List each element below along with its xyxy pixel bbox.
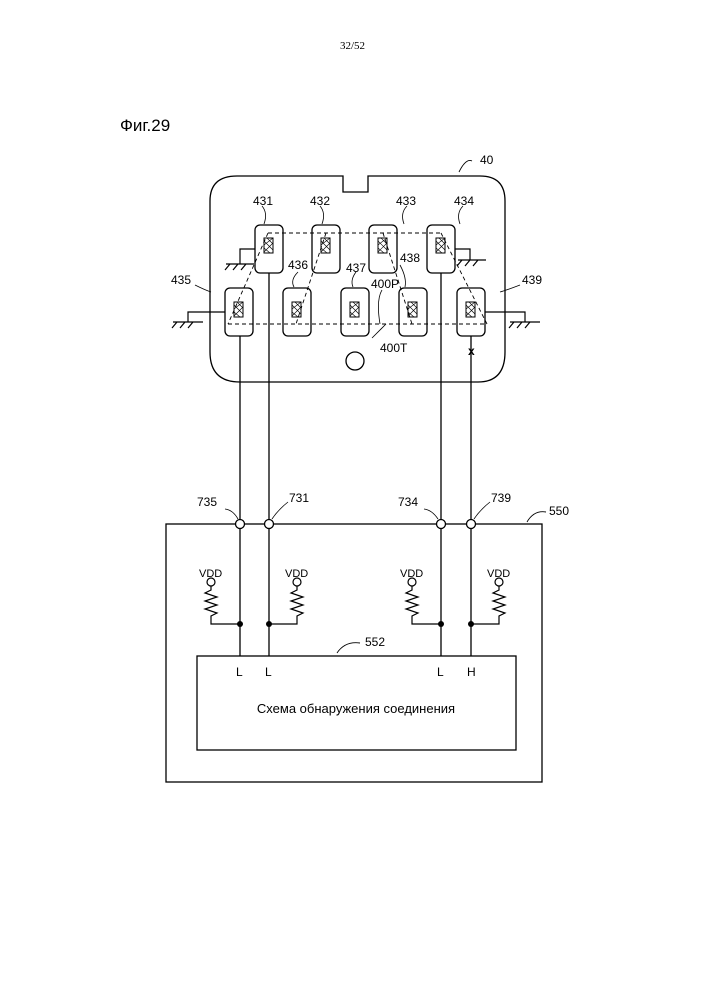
pattern-label-400P: 400P bbox=[371, 277, 399, 291]
terminal-437 bbox=[341, 288, 369, 336]
input-label-735: 735 bbox=[197, 495, 217, 509]
vdd-label-2: VDD bbox=[285, 568, 308, 580]
vdd-label-1: VDD bbox=[199, 568, 222, 580]
terminal-label-439: 439 bbox=[522, 273, 542, 287]
terminal-label-432: 432 bbox=[310, 194, 330, 208]
terminal-label-437: 437 bbox=[346, 261, 366, 275]
input-label-731: 731 bbox=[289, 491, 309, 505]
terminal-label-438: 438 bbox=[400, 251, 420, 265]
ground-439 bbox=[485, 312, 540, 328]
level-label-3: L bbox=[437, 665, 444, 679]
input-label-734: 734 bbox=[398, 495, 418, 509]
signal-wires bbox=[240, 273, 471, 656]
ground-431 bbox=[225, 249, 255, 270]
terminal-label-435: 435 bbox=[171, 273, 191, 287]
terminal-431 bbox=[255, 225, 283, 273]
terminal-432 bbox=[312, 225, 340, 273]
terminal-label-431: 431 bbox=[253, 194, 273, 208]
detection-circuit-ref: 552 bbox=[365, 635, 385, 649]
terminal-label-434: 434 bbox=[454, 194, 474, 208]
level-label-2: L bbox=[265, 665, 272, 679]
pull-up-resistors bbox=[205, 578, 505, 624]
level-label-4: H bbox=[467, 665, 476, 679]
vdd-label-3: VDD bbox=[400, 568, 423, 580]
ground-434 bbox=[455, 249, 486, 266]
terminal-label-433: 433 bbox=[396, 194, 416, 208]
terminal-435 bbox=[225, 288, 253, 336]
terminal-439 bbox=[457, 288, 485, 336]
device-ref-label: 550 bbox=[549, 504, 569, 518]
terminal-434 bbox=[427, 225, 455, 273]
terminal-label-400T: 400T bbox=[380, 341, 408, 355]
locating-hole bbox=[346, 352, 364, 370]
ground-435 bbox=[172, 312, 225, 328]
device-550-box bbox=[166, 524, 542, 782]
vdd-label-4: VDD bbox=[487, 568, 510, 580]
level-label-1: L bbox=[236, 665, 243, 679]
terminal-label-436: 436 bbox=[288, 258, 308, 272]
terminal-436 bbox=[283, 288, 311, 336]
detection-circuit-text: Схема обнаружения соединения bbox=[257, 701, 455, 716]
connector-ref-label: 40 bbox=[480, 153, 494, 167]
input-label-739: 739 bbox=[491, 491, 511, 505]
terminal-433 bbox=[369, 225, 397, 273]
